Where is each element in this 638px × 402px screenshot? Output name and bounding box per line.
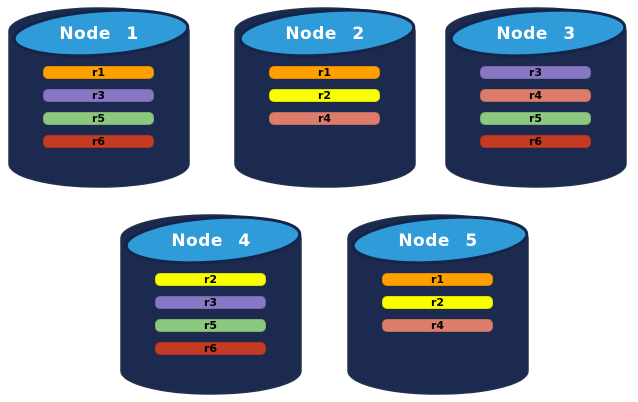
database-node-5: Node 5 r1 r2 r4 [347,211,529,398]
replica-bar-r3: r3 [480,66,591,79]
replica-label: r3 [203,296,218,309]
replica-bar-r5: r5 [43,112,154,125]
replica-label: r3 [528,66,543,79]
replica-list: r1 r2 r4 [382,273,493,332]
database-node-4: Node 4 r2 r3 r5 r6 [120,211,302,398]
replica-label: r4 [528,89,543,102]
replica-label: r1 [317,66,332,79]
replica-label: r1 [430,273,445,286]
replica-bar-r4: r4 [269,112,380,125]
replica-list: r1 r3 r5 r6 [43,66,154,148]
node-title: Node 3 [496,24,576,44]
cylinder-lid [124,215,302,265]
replica-label: r4 [317,112,332,125]
replica-bar-r4: r4 [382,319,493,332]
replica-bar-r1: r1 [269,66,380,79]
cylinder-lid [449,8,627,58]
replica-bar-r3: r3 [43,89,154,102]
replica-label: r6 [91,135,106,148]
replica-label: r2 [430,296,445,309]
cylinder-lid [12,8,190,58]
cylinder-lid [238,8,416,58]
database-node-3: Node 3 r3 r4 r5 r6 [445,4,627,191]
replica-label: r5 [91,112,106,125]
replica-bar-r2: r2 [269,89,380,102]
replica-label: r2 [317,89,332,102]
replica-bar-r2: r2 [382,296,493,309]
replica-bar-r6: r6 [155,342,266,355]
replica-label: r5 [203,319,218,332]
replica-bar-r2: r2 [155,273,266,286]
replica-bar-r5: r5 [480,112,591,125]
replica-bar-r6: r6 [480,135,591,148]
replica-label: r6 [203,342,218,355]
replica-bar-r5: r5 [155,319,266,332]
replica-list: r1 r2 r4 [269,66,380,125]
replica-label: r6 [528,135,543,148]
node-title: Node 1 [59,24,139,44]
node-title: Node 4 [171,231,251,251]
node-title: Node 2 [285,24,365,44]
cylinder-lid [351,215,529,265]
replica-label: r5 [528,112,543,125]
database-node-2: Node 2 r1 r2 r4 [234,4,416,191]
replica-bar-r4: r4 [480,89,591,102]
replica-list: r3 r4 r5 r6 [480,66,591,148]
replica-label: r1 [91,66,106,79]
replica-label: r2 [203,273,218,286]
replica-label: r3 [91,89,106,102]
database-node-1: Node 1 r1 r3 r5 r6 [8,4,190,191]
replica-bar-r3: r3 [155,296,266,309]
replica-bar-r1: r1 [43,66,154,79]
replica-list: r2 r3 r5 r6 [155,273,266,355]
replica-bar-r1: r1 [382,273,493,286]
node-title: Node 5 [398,231,478,251]
replica-bar-r6: r6 [43,135,154,148]
replica-label: r4 [430,319,445,332]
